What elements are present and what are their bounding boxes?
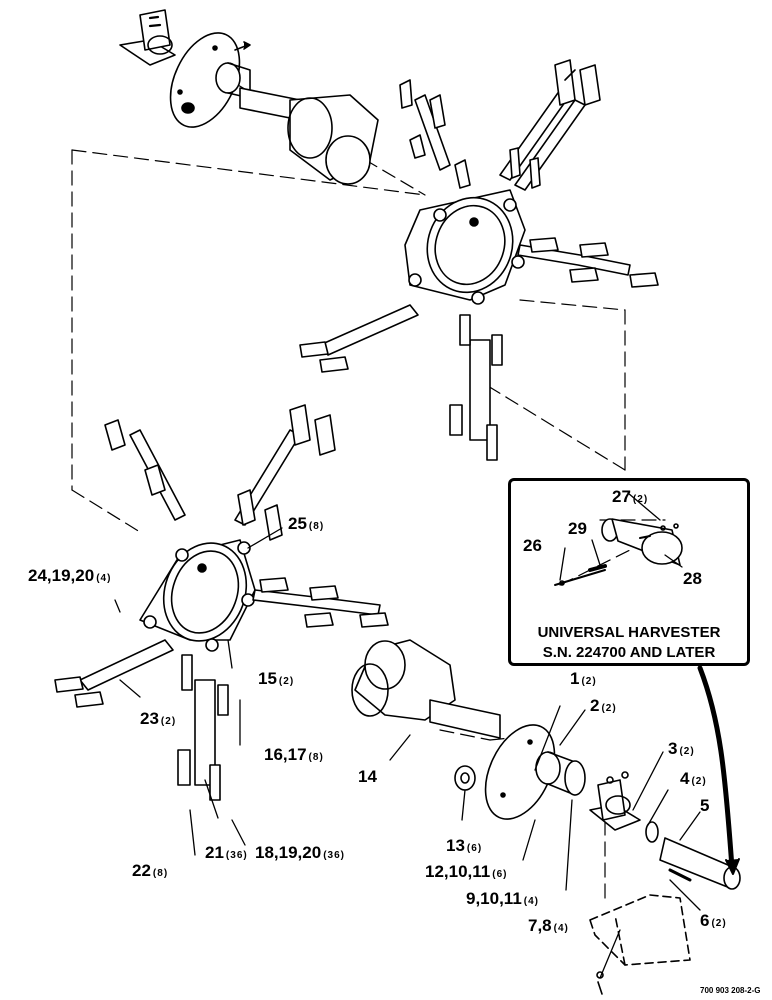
callout-29: 29 bbox=[568, 519, 587, 538]
callout-7-8: 7,8(4) bbox=[528, 916, 569, 935]
inset-caption-line1: UNIVERSAL HARVESTER bbox=[537, 624, 721, 641]
lower-drum bbox=[351, 639, 501, 739]
callout-25: 25(8) bbox=[288, 514, 325, 533]
lower-reel-hub bbox=[139, 539, 256, 652]
top-drum bbox=[239, 87, 379, 185]
top-tine-arms bbox=[399, 59, 659, 288]
callout-22: 22(8) bbox=[132, 861, 169, 880]
callout-3: 3(2) bbox=[668, 739, 695, 758]
inset-callout-leader bbox=[697, 665, 735, 871]
callout-15: 15(2) bbox=[258, 669, 295, 688]
inset-detail-box: UNIVERSAL HARVESTER S.N. 224700 AND LATE… bbox=[508, 478, 750, 666]
top-reel-hub bbox=[404, 189, 526, 305]
lower-tine-arms bbox=[54, 404, 389, 801]
top-flange-disc bbox=[169, 32, 251, 128]
callout-24-19-20: 24,19,20(4) bbox=[28, 566, 112, 585]
inset-shaft-detail bbox=[554, 518, 683, 586]
shaft-5 bbox=[645, 821, 741, 890]
top-bearing-bracket bbox=[119, 9, 176, 66]
callout-2: 2(2) bbox=[590, 696, 617, 715]
lower-bearing-bracket bbox=[589, 771, 641, 831]
callout-16-17: 16,17(8) bbox=[264, 745, 324, 764]
callout-28: 28 bbox=[683, 569, 702, 588]
callout-4: 4(2) bbox=[680, 769, 707, 788]
callout-6: 6(2) bbox=[700, 911, 727, 930]
callout-5: 5 bbox=[700, 796, 710, 815]
drawing-number: 700 903 208-2-G bbox=[700, 986, 761, 995]
callout-18-19-20: 18,19,20(36) bbox=[255, 843, 345, 862]
callout-26: 26 bbox=[523, 536, 542, 555]
lower-flange-disc bbox=[454, 724, 586, 820]
shaft-guard bbox=[589, 894, 691, 966]
callout-13: 13(6) bbox=[446, 836, 483, 855]
callout-21: 21(36) bbox=[205, 843, 248, 862]
callout-23: 23(2) bbox=[140, 709, 177, 728]
callout-9-10-11: 9,10,11(4) bbox=[466, 889, 540, 908]
callout-1: 1(2) bbox=[570, 669, 597, 688]
callout-12-10-11: 12,10,11(6) bbox=[425, 862, 508, 881]
callout-27: 27(2) bbox=[612, 487, 649, 506]
top-lower-arms bbox=[299, 304, 503, 461]
inset-caption-line2: S.N. 224700 AND LATER bbox=[542, 644, 716, 661]
callout-14: 14 bbox=[358, 767, 377, 786]
leader-lines bbox=[114, 492, 701, 979]
